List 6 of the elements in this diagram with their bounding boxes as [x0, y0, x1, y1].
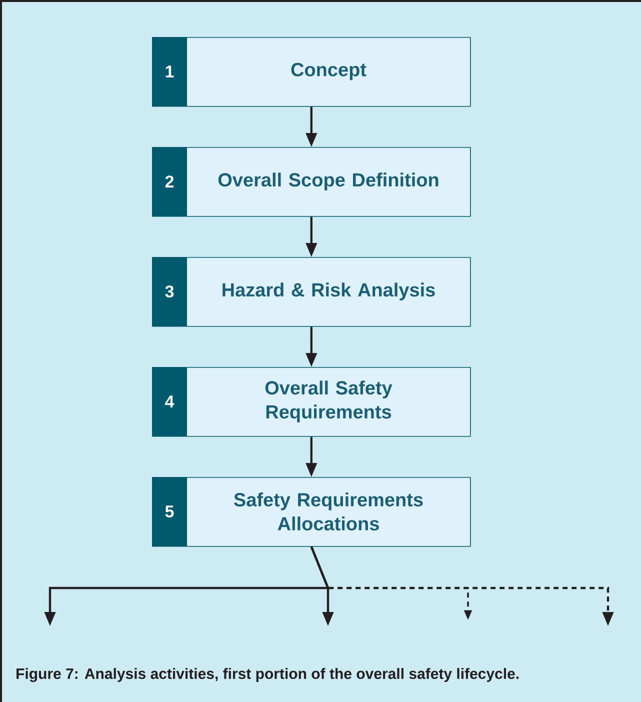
process-box: 2 Overall Scope Definition [152, 147, 471, 217]
process-box: 3 Hazard & Risk Analysis [152, 257, 471, 327]
caption: Figure 7: Analysis activities, first portion of the overall safety lifecycle. [16, 668, 519, 682]
process-box: 5 Safety Requirements Allocations [152, 477, 471, 547]
process-box: 1 Concept [152, 37, 471, 107]
process-box: 4 Overall Safety Requirements [152, 367, 471, 437]
